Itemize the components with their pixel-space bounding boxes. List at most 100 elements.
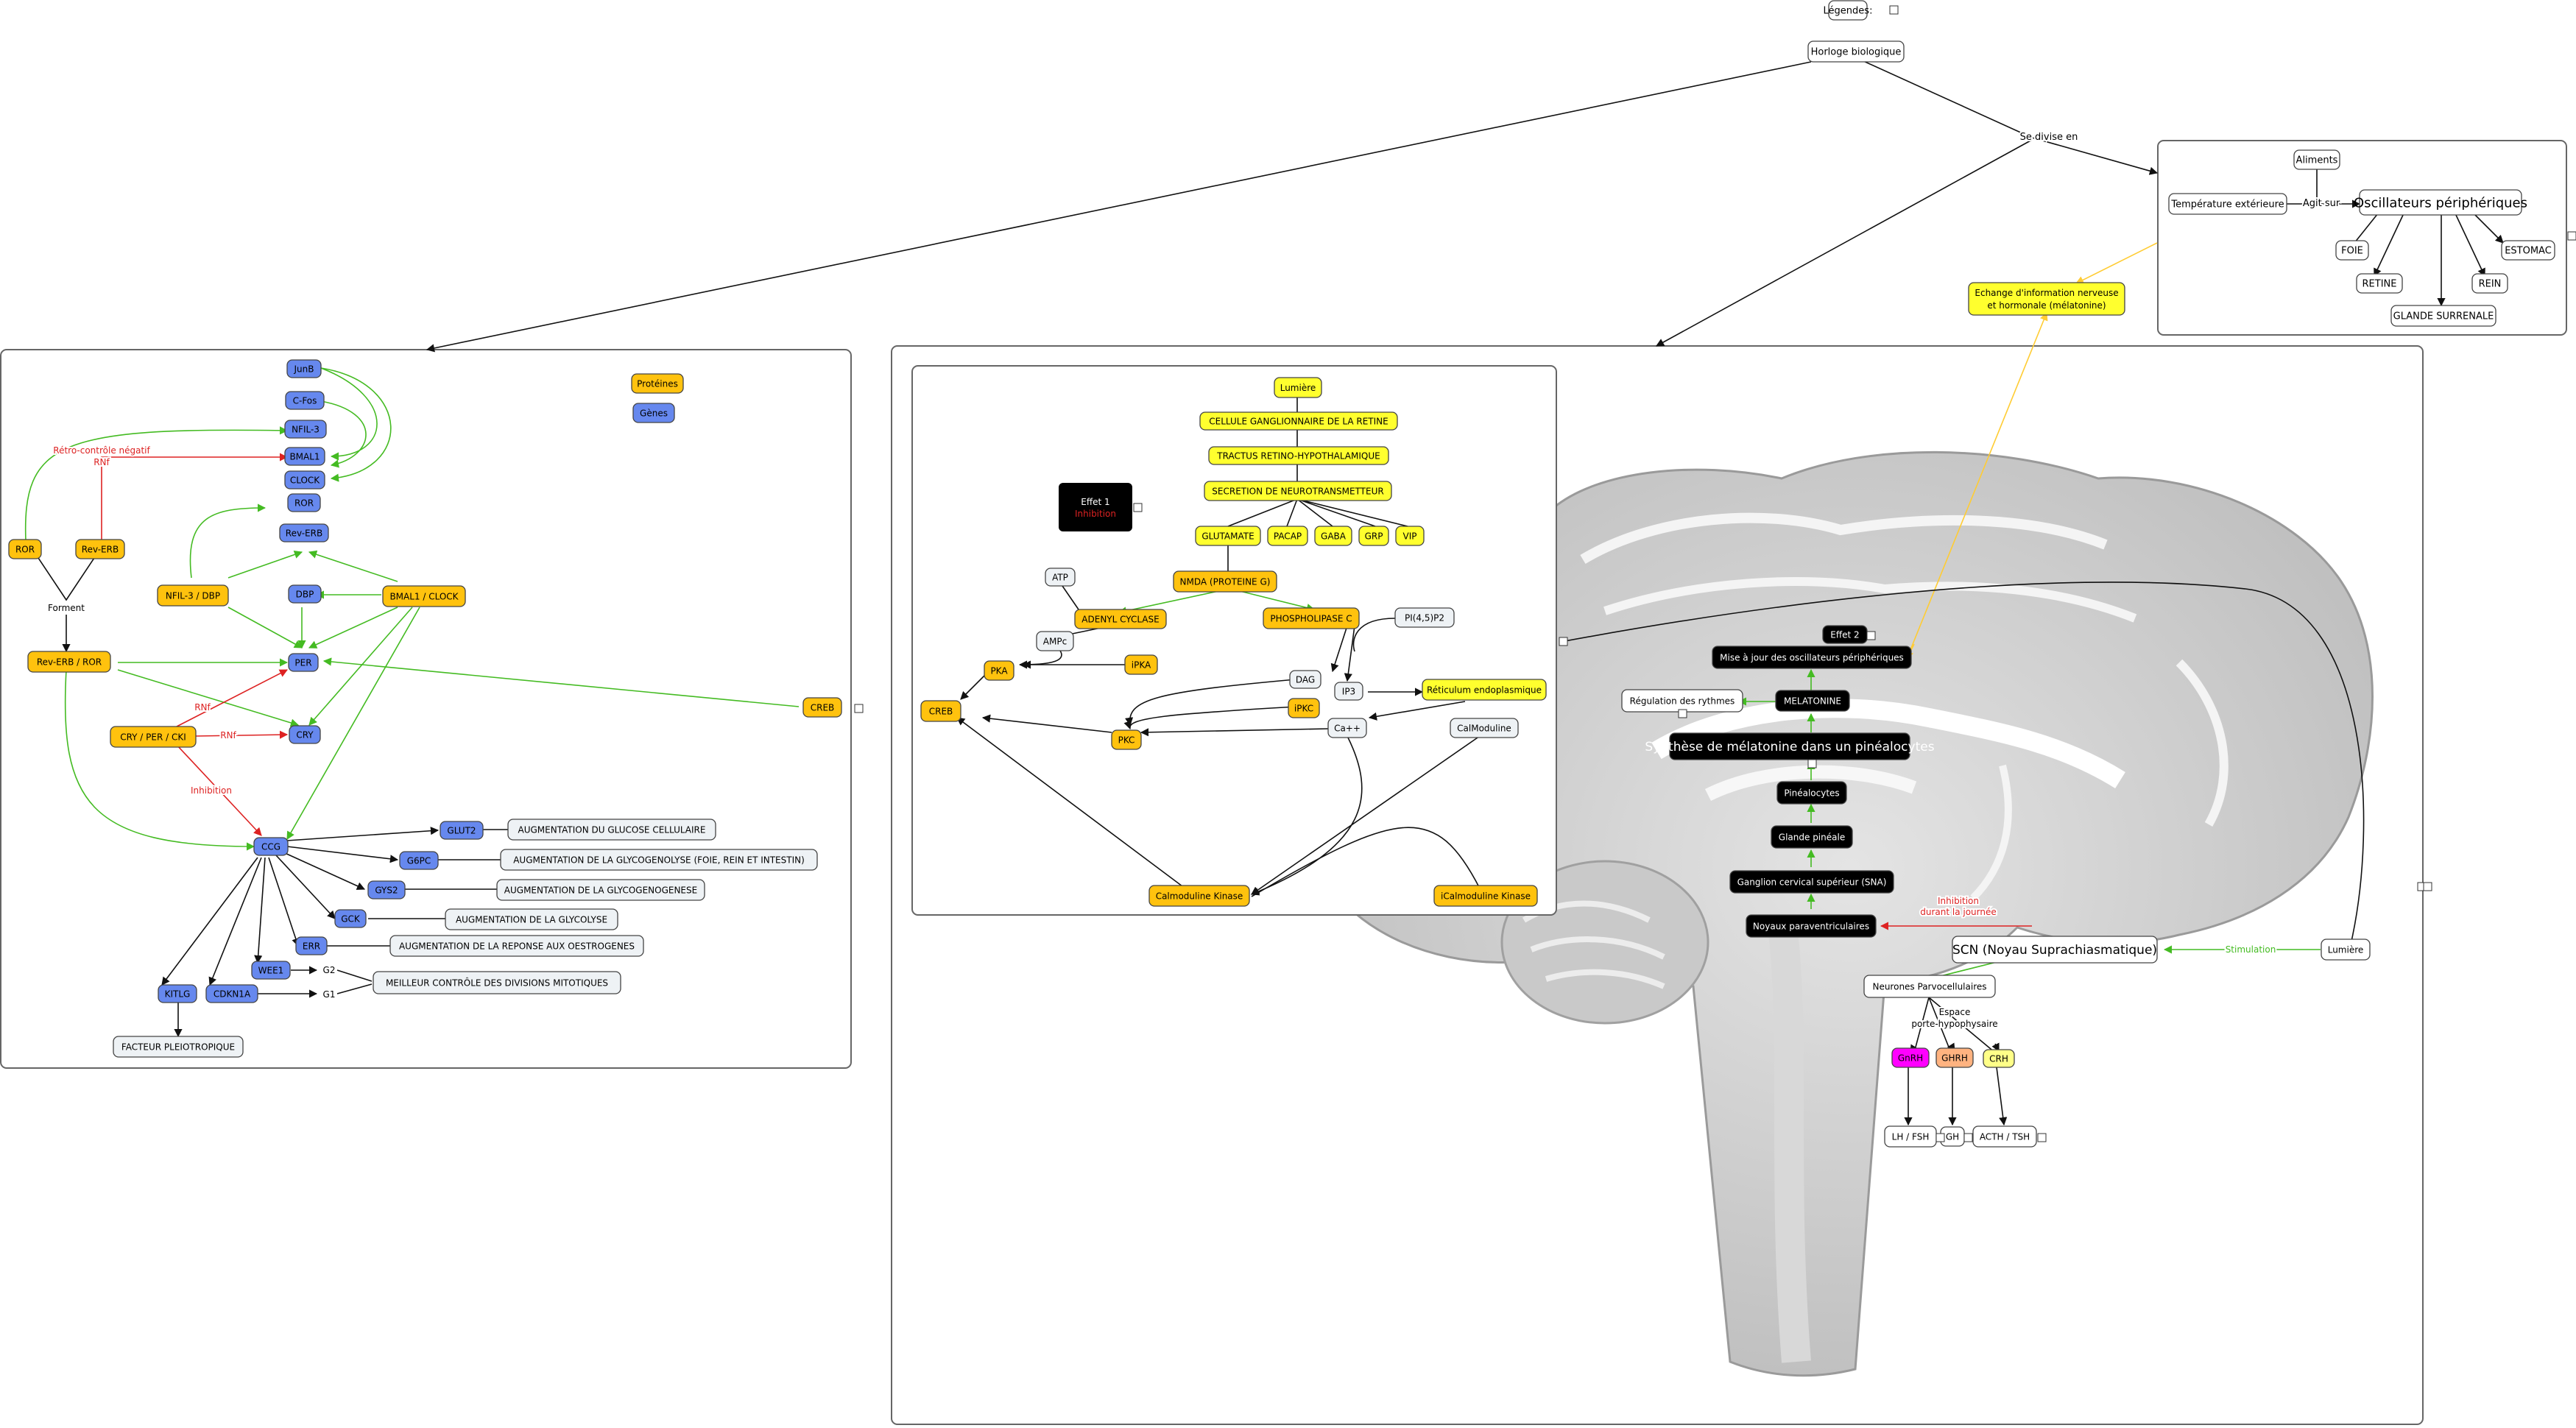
- grp-node[interactable]: GRP: [1358, 526, 1389, 546]
- dbp-gene[interactable]: DBP: [288, 584, 322, 604]
- glutamate-node[interactable]: GLUTAMATE: [1195, 526, 1261, 546]
- er-node[interactable]: Réticulum endoplasmique: [1422, 679, 1547, 701]
- pacap-node[interactable]: PACAP: [1267, 526, 1308, 546]
- expand-toggle-peripheral[interactable]: [2567, 231, 2576, 241]
- nfil3-dbp-protein[interactable]: NFIL-3 / DBP: [157, 584, 229, 607]
- bmal1-gene[interactable]: BMAL1: [284, 447, 325, 466]
- reverb-gene[interactable]: Rev-ERB: [279, 523, 329, 542]
- legend-genes[interactable]: Gènes: [632, 403, 675, 423]
- ghrh-node[interactable]: GHRH: [1935, 1047, 1974, 1068]
- regulation-node[interactable]: Régulation des rythmes: [1621, 689, 1743, 713]
- pinealocytes-node[interactable]: Pinéalocytes: [1776, 781, 1847, 805]
- adrenal-node[interactable]: GLANDE SURRENALE: [2390, 305, 2496, 327]
- per-gene[interactable]: PER: [288, 653, 319, 672]
- ipka-node[interactable]: iPKA: [1124, 654, 1158, 675]
- cfos-gene[interactable]: C-Fos: [285, 391, 325, 410]
- expand-toggle-effect2[interactable]: [1866, 631, 1876, 640]
- ca-node[interactable]: Ca++: [1327, 718, 1367, 738]
- root-node[interactable]: Horloge biologique: [1807, 40, 1905, 63]
- liver-node[interactable]: FOIE: [2335, 240, 2369, 261]
- wee1-gene[interactable]: WEE1: [251, 961, 291, 980]
- food-node[interactable]: Aliments: [2293, 149, 2340, 170]
- vip-node[interactable]: VIP: [1395, 526, 1425, 546]
- collapse-toggle-synthesis[interactable]: [1807, 759, 1817, 768]
- creb-protein-left[interactable]: CREB: [802, 697, 842, 718]
- err-gene[interactable]: ERR: [295, 936, 328, 955]
- cam-kinase-node[interactable]: Calmoduline Kinase: [1148, 885, 1250, 907]
- light-node[interactable]: Lumière: [1274, 377, 1322, 398]
- expand-toggle-legend[interactable]: [1889, 5, 1899, 15]
- gys2-gene[interactable]: GYS2: [367, 880, 406, 899]
- g6pc-effect[interactable]: AUGMENTATION DE LA GLYCOGENOLYSE (FOIE, …: [500, 849, 818, 871]
- cry-per-protein[interactable]: CRY / PER / CKI: [110, 726, 197, 748]
- sns-node[interactable]: Ganglion cervical supérieur (SNA): [1729, 870, 1894, 894]
- temperature-node[interactable]: Température extérieure: [2168, 193, 2287, 215]
- peripheral-title-node[interactable]: Oscillateurs périphériques: [2354, 189, 2527, 216]
- glut2-effect[interactable]: AUGMENTATION DU GLUCOSE CELLULAIRE: [507, 819, 716, 841]
- calmodulin-node[interactable]: CalModuline: [1450, 718, 1519, 738]
- expand-toggle-signaling[interactable]: [1559, 637, 1568, 646]
- mitosis-effect[interactable]: MEILLEUR CONTRÔLE DES DIVISIONS MITOTIQU…: [373, 971, 621, 994]
- clock-gene[interactable]: CLOCK: [284, 470, 325, 489]
- bmal-clock-protein[interactable]: BMAL1 / CLOCK: [382, 585, 466, 607]
- expand-toggle-lhfsh[interactable]: [1935, 1133, 1945, 1142]
- atp-node[interactable]: ATP: [1045, 568, 1076, 587]
- ip3-node[interactable]: IP3: [1334, 682, 1363, 701]
- cdkn1a-gene[interactable]: CDKN1A: [205, 984, 258, 1003]
- gck-gene[interactable]: GCK: [334, 909, 367, 928]
- pka-node[interactable]: PKA: [984, 660, 1014, 681]
- gaba-node[interactable]: GABA: [1314, 526, 1352, 546]
- reverb-ror-protein[interactable]: Rev-ERB / ROR: [27, 651, 111, 673]
- nmda-node[interactable]: NMDA (PROTEINE G): [1173, 570, 1277, 593]
- collapse-toggle-regulation[interactable]: [1678, 709, 1687, 718]
- expand-toggle-effect1[interactable]: [1133, 503, 1143, 512]
- synthesis-node[interactable]: Synthèse de mélatonine dans un pinéalocy…: [1645, 732, 1935, 760]
- kitlg-gene[interactable]: KITLG: [158, 984, 197, 1003]
- dag-node[interactable]: DAG: [1289, 670, 1321, 689]
- pineal-node[interactable]: Glande pinéale: [1771, 825, 1853, 849]
- stomach-node[interactable]: ESTOMAC: [2501, 240, 2555, 261]
- plc-node[interactable]: PHOSPHOLIPASE C: [1263, 607, 1360, 629]
- scn-node[interactable]: SCN (Noyau Suprachiasmatique): [1952, 936, 2158, 964]
- gys2-effect[interactable]: AUGMENTATION DE LA GLYCOGENOGENESE: [496, 879, 705, 901]
- gck-effect[interactable]: AUGMENTATION DE LA GLYCOLYSE: [445, 908, 618, 930]
- nfil3-gene[interactable]: NFIL-3: [284, 420, 327, 439]
- ror-gene[interactable]: ROR: [287, 493, 321, 512]
- crh-node[interactable]: CRH: [1983, 1049, 2015, 1068]
- tract-node[interactable]: TRACTUS RETINO-HYPOTHALAMIQUE: [1208, 446, 1389, 465]
- update-node[interactable]: Mise à jour des oscillateurs périphériqu…: [1712, 646, 1912, 669]
- secretion-node[interactable]: SECRETION DE NEUROTRANSMETTEUR: [1204, 481, 1392, 501]
- parvo-node[interactable]: Neurones Parvocellulaires: [1863, 975, 1996, 998]
- ror-protein[interactable]: ROR: [8, 539, 42, 559]
- err-effect[interactable]: AUGMENTATION DE LA REPONSE AUX OESTROGEN…: [389, 935, 644, 957]
- ampc-node[interactable]: AMPc: [1036, 631, 1074, 651]
- glut2-gene[interactable]: GLUT2: [440, 821, 484, 840]
- ccg-gene[interactable]: CCG: [253, 837, 289, 856]
- g6pc-gene[interactable]: G6PC: [399, 851, 439, 870]
- retina-node[interactable]: RETINE: [2356, 273, 2403, 294]
- expand-toggle-gh[interactable]: [1963, 1133, 1973, 1142]
- reverb-protein[interactable]: Rev-ERB: [75, 539, 125, 559]
- melatonin-node[interactable]: MELATONINE: [1775, 690, 1850, 712]
- lhfsh-node[interactable]: LH / FSH: [1884, 1125, 1937, 1148]
- gnrh-node[interactable]: GnRH: [1891, 1047, 1930, 1068]
- pkc-node[interactable]: PKC: [1111, 729, 1142, 750]
- acth-node[interactable]: ACTH / TSH: [1972, 1125, 2037, 1148]
- gh-node[interactable]: GH: [1940, 1126, 1965, 1147]
- pip2-node[interactable]: PI(4,5)P2: [1394, 607, 1455, 628]
- pvn-node[interactable]: Noyaux paraventriculaires: [1746, 914, 1877, 938]
- cry-gene[interactable]: CRY: [289, 725, 321, 744]
- ipkc-node[interactable]: iPKC: [1288, 698, 1320, 718]
- legend-node[interactable]: Légendes:: [1824, 0, 1873, 21]
- adenyl-node[interactable]: ADENYL CYCLASE: [1074, 609, 1167, 629]
- expand-toggle-acth[interactable]: [2037, 1133, 2047, 1142]
- pleio-effect[interactable]: FACTEUR PLEIOTROPIQUE: [113, 1036, 244, 1058]
- junb-gene[interactable]: JunB: [286, 359, 322, 378]
- creb-node-inner[interactable]: CREB: [920, 700, 961, 722]
- icam-kinase-node[interactable]: iCalmoduline Kinase: [1433, 885, 1538, 907]
- kidney-node[interactable]: REIN: [2471, 273, 2508, 294]
- legend-proteins[interactable]: Protéines: [631, 373, 684, 394]
- ganglion-node[interactable]: CELLULE GANGLIONNAIRE DE LA RETINE: [1199, 411, 1398, 431]
- light-input-node[interactable]: Lumière: [2321, 939, 2371, 961]
